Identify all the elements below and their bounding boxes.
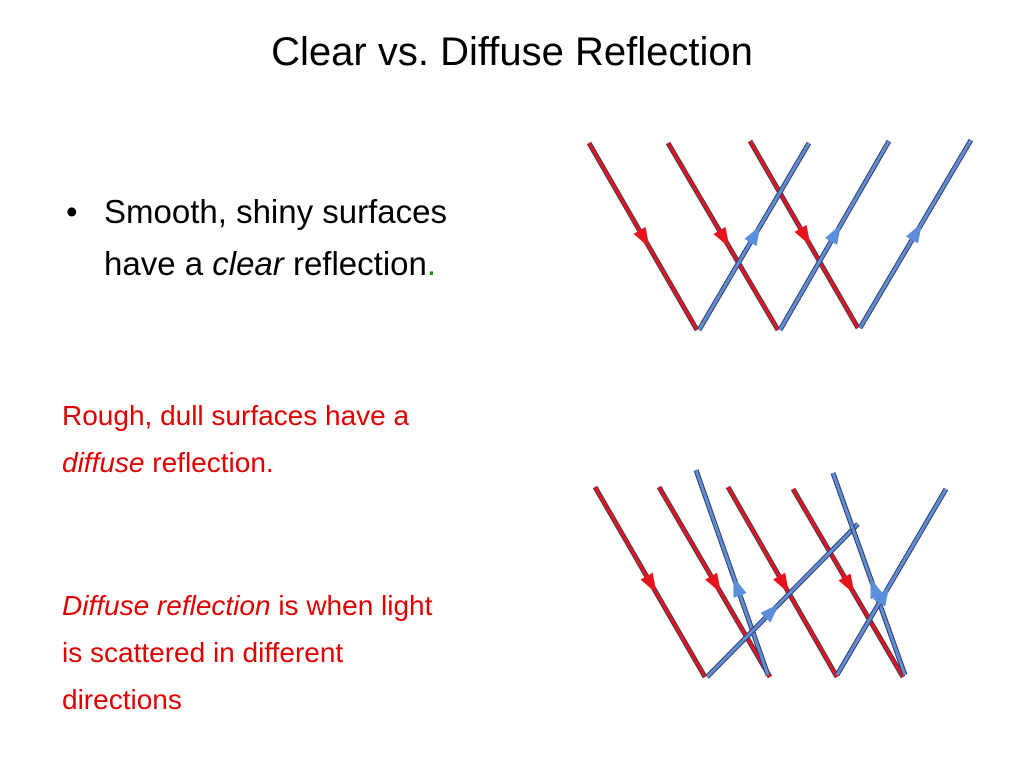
definition-line-3: directions — [62, 684, 182, 715]
bullet-line-1: Smooth, shiny surfaces — [104, 193, 447, 230]
diffuse-reflected-ray-2 — [705, 522, 860, 679]
diffuse-incident-ray-1-arrowhead — [640, 572, 657, 594]
definition-line-1: Diffuse reflection is when light — [62, 582, 562, 629]
diffuse-reflected-ray-1 — [693, 469, 771, 676]
bullet-line-2: have a clear reflection. — [104, 238, 546, 290]
diffuse-reflection-diagram — [592, 469, 949, 679]
clear-incident-ray-2 — [665, 141, 781, 332]
clear-incident-ray-1-arrowhead — [633, 226, 650, 248]
diffuse-incident-ray-4 — [790, 487, 906, 679]
definition-line-1-suffix: is when light — [270, 590, 433, 621]
diffuse-incident-ray-3-arrowhead — [773, 572, 790, 594]
rough-line-1: Rough, dull surfaces have a — [62, 400, 410, 431]
clear-incident-ray-2-arrowhead — [713, 226, 730, 248]
bullet-list: • Smooth, shiny surfaces have a clear re… — [66, 186, 546, 290]
diffuse-incident-ray-2 — [656, 485, 773, 679]
diffuse-incident-ray-4-arrowhead — [838, 573, 855, 595]
clear-reflected-ray-2-arrowhead — [824, 224, 842, 245]
bullet-line-2-suffix: reflection — [283, 245, 427, 282]
diffuse-incident-ray-1 — [592, 485, 708, 679]
clear-reflection-diagram — [586, 138, 974, 332]
green-period: . — [426, 245, 437, 282]
rough-surfaces-text: Rough, dull surfaces have a diffuse refl… — [62, 392, 562, 486]
diffuse-reflected-ray-3 — [830, 472, 908, 676]
rough-line-2: diffuse reflection. — [62, 439, 562, 486]
clear-reflected-ray-3 — [857, 138, 974, 330]
clear-incident-ray-3 — [747, 139, 861, 330]
rough-line-2-suffix: reflection. — [144, 447, 274, 478]
diffuse-reflected-ray-4 — [834, 487, 949, 677]
diffuse-incident-ray-2-arrowhead — [705, 572, 722, 594]
definition-line-2: is scattered in different — [62, 637, 344, 668]
clear-reflected-ray-3-arrowhead — [905, 222, 923, 244]
clear-reflected-ray-2 — [777, 139, 892, 332]
diffuse-reflected-ray-1-arrowhead — [733, 576, 747, 598]
clear-emphasis: clear — [212, 245, 284, 282]
diffuse-emphasis: diffuse — [62, 447, 145, 478]
slide-title: Clear vs. Diffuse Reflection — [271, 30, 753, 74]
diffuse-reflection-emphasis: Diffuse reflection — [62, 590, 271, 621]
diffuse-definition-text: Diffuse reflection is when light is scat… — [62, 582, 562, 723]
clear-incident-ray-1 — [586, 141, 700, 332]
clear-reflected-ray-1 — [696, 141, 812, 332]
clear-reflected-ray-1-arrowhead — [744, 225, 761, 247]
diffuse-reflected-ray-3-arrowhead — [870, 578, 884, 600]
diffuse-incident-ray-3 — [725, 485, 840, 679]
bullet-line-2-prefix: have a — [104, 245, 213, 282]
bullet-item-smooth-surfaces: • Smooth, shiny surfaces have a clear re… — [66, 186, 546, 290]
diffuse-reflected-ray-4-arrowhead — [873, 585, 890, 607]
diffuse-reflected-ray-2-arrowhead — [760, 603, 780, 623]
clear-incident-ray-3-arrowhead — [794, 224, 811, 246]
bullet-marker: • — [66, 193, 78, 230]
